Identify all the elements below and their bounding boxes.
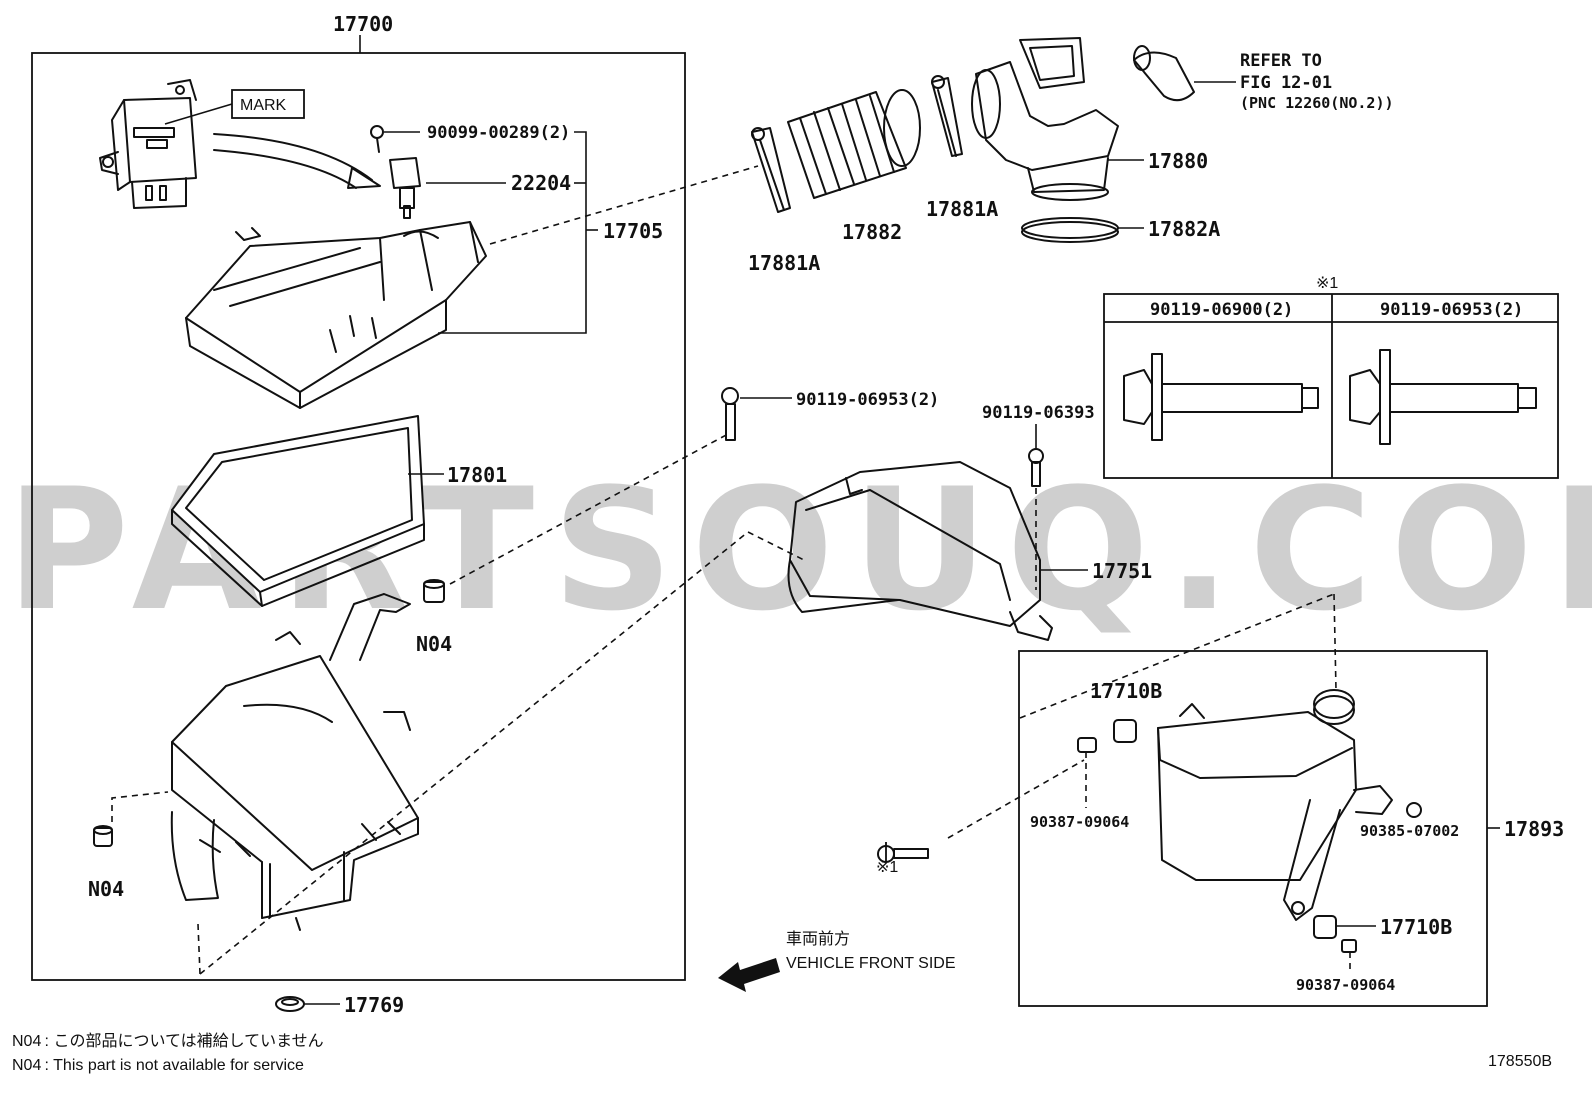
band-17882a: 17882A (1021, 217, 1220, 243)
clamp-17881a-left: 17881A (748, 127, 820, 275)
bolt-90119-06953: 90119-06953(2) (721, 387, 939, 441)
assembly-frame (31, 52, 686, 981)
bolt-90119-06900-drawing (1123, 353, 1319, 441)
air-cleaner-cap (185, 165, 759, 409)
label-90387-09064-lower[interactable]: 90387-09064 (1296, 976, 1395, 994)
label-17769[interactable]: 17769 (344, 993, 404, 1017)
assembly-17700-group: 17700 (31, 12, 686, 981)
bolt-note-ref: ※1 (876, 842, 929, 876)
vehicle-front-direction: 車両前方 VEHICLE FRONT SIDE (718, 930, 956, 992)
note-en: N04 : This part is not available for ser… (12, 1057, 304, 1074)
label-17893[interactable]: 17893 (1504, 817, 1564, 841)
label-17882a[interactable]: 17882A (1148, 217, 1220, 241)
maf-sensor-detail: MARK (99, 79, 381, 209)
front-arrow-icon (718, 958, 780, 992)
refer-line2: FIG 12-01 (1240, 73, 1332, 93)
label-90385-07002[interactable]: 90385-07002 (1360, 822, 1459, 840)
refer-line3: (PNC 12260(NO.2)) (1240, 94, 1394, 112)
refer-line1: REFER TO (1240, 51, 1322, 71)
plug-17769: 17769 (275, 993, 404, 1017)
label-17880[interactable]: 17880 (1148, 149, 1208, 173)
direction-jp: 車両前方 (786, 930, 850, 948)
label-17700[interactable]: 17700 (333, 12, 393, 36)
table-col1: 90119-06900(2) (1150, 300, 1293, 320)
sensor-22204-group: 90099-00289(2) 22204 17705 (370, 123, 663, 334)
air-pipe-17880: 17880 (971, 37, 1208, 201)
mark-label: MARK (240, 97, 287, 114)
label-17881a-right[interactable]: 17881A (926, 197, 998, 221)
resonator-group: 17893 17710B 90387-09064 90385-07002 177… (947, 593, 1564, 1007)
diagram-code: 178550B (1488, 1053, 1552, 1070)
label-17801[interactable]: 17801 (447, 463, 507, 487)
label-n04-upper[interactable]: N04 (416, 632, 452, 656)
label-17710b-lower[interactable]: 17710B (1380, 915, 1452, 939)
air-cleaner-case (170, 531, 805, 975)
mark-box (231, 89, 305, 119)
label-22204[interactable]: 22204 (511, 171, 571, 195)
table-col2: 90119-06953(2) (1380, 300, 1523, 320)
label-17710b-upper[interactable]: 17710B (1090, 679, 1162, 703)
label-90387-09064-upper[interactable]: 90387-09064 (1030, 813, 1129, 831)
direction-en: VEHICLE FRONT SIDE (786, 955, 956, 972)
bolt-table: ※1 90119-06900(2) 90119-06953(2) (1103, 275, 1559, 479)
label-17751[interactable]: 17751 (1092, 559, 1152, 583)
label-90119-06393[interactable]: 90119-06393 (982, 403, 1095, 423)
hose-17882: 17882 (787, 89, 921, 244)
note-jp: N04 : この部品については補給していません (12, 1032, 324, 1050)
bolt-90119-06953-drawing (1349, 349, 1537, 445)
grommet-n04-lower: N04 (88, 791, 169, 901)
label-17881a-left[interactable]: 17881A (748, 251, 820, 275)
refer-hose: REFER TO FIG 12-01 (PNC 12260(NO.2)) (1133, 45, 1394, 112)
label-n04-lower[interactable]: N04 (88, 877, 124, 901)
bolt-90119-06393: 90119-06393 (982, 403, 1095, 590)
label-90119-06953[interactable]: 90119-06953(2) (796, 390, 939, 410)
label-90099-00289[interactable]: 90099-00289(2) (427, 123, 570, 143)
label-17705[interactable]: 17705 (603, 219, 663, 243)
air-inlet-17751: 17751 (787, 461, 1152, 641)
grommet-n04-upper: N04 (416, 433, 729, 656)
table-note: ※1 (1316, 275, 1338, 292)
air-filter-element: 17801 (171, 415, 507, 607)
label-17882[interactable]: 17882 (842, 220, 902, 244)
clamp-17881a-right: 17881A (926, 75, 998, 221)
label-note-ref[interactable]: ※1 (876, 859, 898, 876)
